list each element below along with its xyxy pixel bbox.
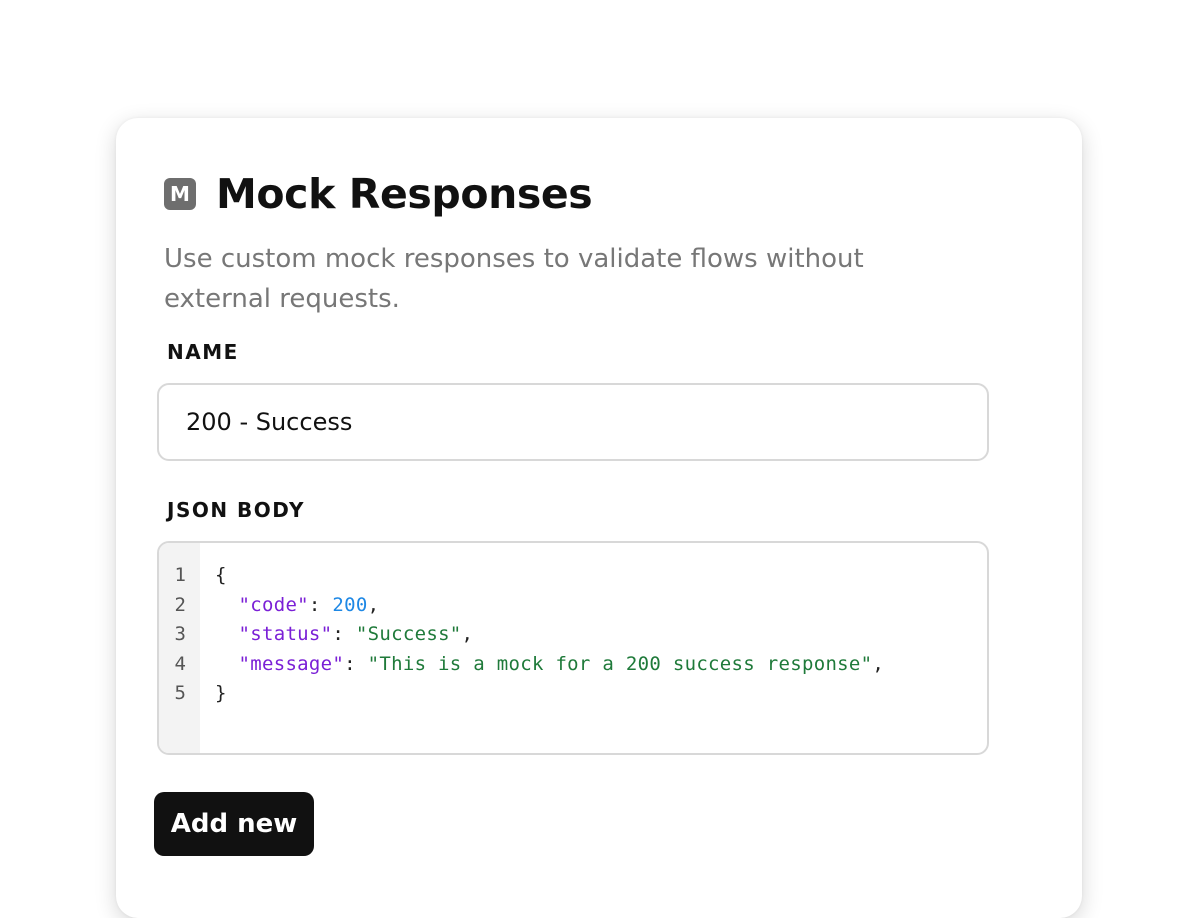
code-brace: } <box>215 682 227 704</box>
line-number: 3 <box>174 623 186 645</box>
line-number: 4 <box>174 652 186 675</box>
json-number-value: 200 <box>332 593 368 616</box>
json-string-value: "This is a mock for a 200 success respon… <box>367 652 873 675</box>
code-indent <box>215 653 238 675</box>
json-separator: : <box>332 623 356 645</box>
json-body-editor[interactable]: 1 2 3 4 5 { "code": 200, "status": "Succ… <box>157 541 989 755</box>
code-brace: { <box>215 564 227 586</box>
line-number: 2 <box>174 593 186 616</box>
json-key: "code" <box>238 593 309 616</box>
name-input[interactable] <box>157 383 989 461</box>
page-title: Mock Responses <box>216 170 593 218</box>
code-indent <box>215 594 238 616</box>
code-line: { <box>215 561 987 591</box>
m-logo-icon: M <box>164 178 196 210</box>
mock-responses-card: M Mock Responses Use custom mock respons… <box>116 118 1082 918</box>
json-comma: , <box>461 623 474 645</box>
code-line: "message": "This is a mock for a 200 suc… <box>215 650 987 680</box>
line-number: 5 <box>174 682 186 704</box>
json-comma: , <box>367 593 380 616</box>
json-separator: : <box>308 593 333 616</box>
code-line: "status": "Success", <box>215 620 987 650</box>
json-body-label: JSON BODY <box>167 498 305 522</box>
json-comma: , <box>872 652 885 675</box>
json-key: "message" <box>238 652 345 675</box>
card-header: M Mock Responses <box>164 170 593 218</box>
line-number-gutter: 1 2 3 4 5 <box>159 543 200 753</box>
name-field-label: NAME <box>167 340 239 364</box>
json-separator: : <box>344 652 368 675</box>
code-line: "code": 200, <box>215 591 987 621</box>
line-number: 1 <box>174 564 186 586</box>
page-description: Use custom mock responses to validate fl… <box>164 244 864 314</box>
json-key: "status" <box>238 623 333 645</box>
json-string-value: "Success" <box>355 623 462 645</box>
add-new-button[interactable]: Add new <box>154 792 314 856</box>
code-area[interactable]: { "code": 200, "status": "Success", "mes… <box>200 543 987 753</box>
code-line: } <box>215 679 987 709</box>
code-indent <box>215 623 238 645</box>
